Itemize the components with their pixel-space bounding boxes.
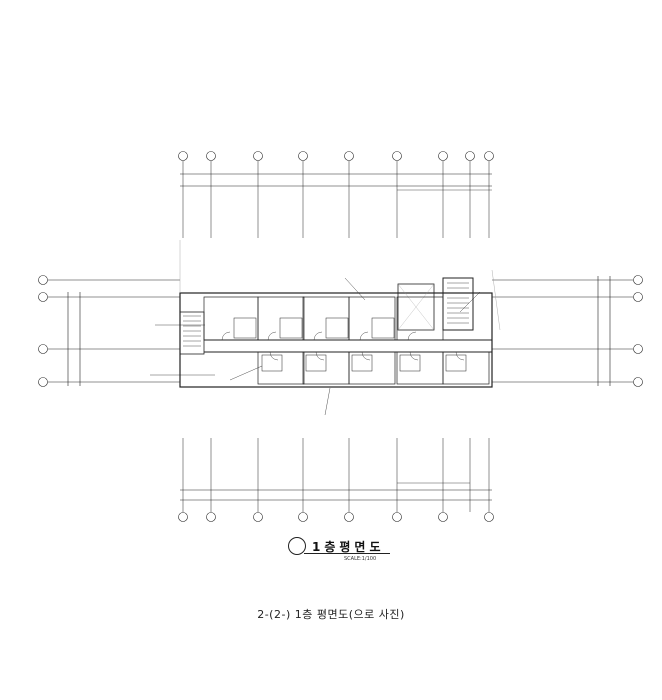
annotation-leader (344, 277, 366, 301)
grid-bubble-right (633, 275, 643, 285)
bathroom (325, 317, 349, 339)
bathroom (233, 317, 257, 339)
bathroom (371, 317, 395, 339)
entrance-stair (179, 311, 205, 355)
grid-bubble-right (633, 292, 643, 302)
plan-title-marker (288, 537, 306, 555)
grid-bubble-top (178, 151, 188, 161)
grid-bubble-top (298, 151, 308, 161)
grid-bubble-left (38, 377, 48, 387)
upper-room (257, 296, 305, 341)
grid-bubble-bottom (206, 512, 216, 522)
grid-bubble-bottom (253, 512, 263, 522)
bathroom (261, 354, 283, 372)
bathroom (305, 354, 327, 372)
door-swing (361, 351, 371, 361)
lower-room (257, 351, 305, 385)
stair-core (442, 277, 474, 331)
lower-room (348, 351, 396, 385)
bathroom (399, 354, 421, 372)
grid-bubble-bottom (178, 512, 188, 522)
grid-bubble-top (465, 151, 475, 161)
upper-room (396, 296, 444, 341)
plan-scale: SCALE:1/100 (344, 556, 377, 562)
grid-bubble-top (438, 151, 448, 161)
annotation-leader (324, 387, 331, 416)
door-swing (455, 351, 465, 361)
upper-room (348, 296, 396, 341)
plan-title: 1층평면도 (312, 540, 385, 554)
annotation-leader (459, 291, 481, 313)
grid-bubble-top (484, 151, 494, 161)
elevator-hall (397, 283, 435, 331)
grid-bubble-bottom (484, 512, 494, 522)
grid-bubble-top (344, 151, 354, 161)
grid-bubble-left (38, 275, 48, 285)
grid-bubble-left (38, 292, 48, 302)
grid-bubble-right (633, 377, 643, 387)
site-line (491, 269, 501, 331)
annotation-leader (229, 365, 263, 381)
grid-bubble-left (38, 344, 48, 354)
grid-bubble-bottom (438, 512, 448, 522)
grid-bubble-right (633, 344, 643, 354)
door-swing (267, 331, 277, 341)
bathroom (279, 317, 303, 339)
door-swing (269, 351, 279, 361)
grid-bubble-top (392, 151, 402, 161)
upper-room (203, 296, 259, 341)
grid-bubble-bottom (344, 512, 354, 522)
door-swing (221, 331, 231, 341)
plan-title-underline (304, 553, 390, 554)
door-swing (315, 351, 325, 361)
lower-room (442, 351, 490, 385)
door-swing (359, 331, 369, 341)
door-swing (407, 331, 417, 341)
figure-caption: 2-(2-) 1층 평면도(으로 사진) (257, 608, 405, 621)
grid-bubble-bottom (298, 512, 308, 522)
bathroom (445, 354, 467, 372)
elevator-diagonal (397, 283, 435, 331)
grid-bubble-top (253, 151, 263, 161)
grid-bubble-top (206, 151, 216, 161)
door-swing (313, 331, 323, 341)
grid-bubble-bottom (392, 512, 402, 522)
door-swing (409, 351, 419, 361)
bathroom (351, 354, 373, 372)
